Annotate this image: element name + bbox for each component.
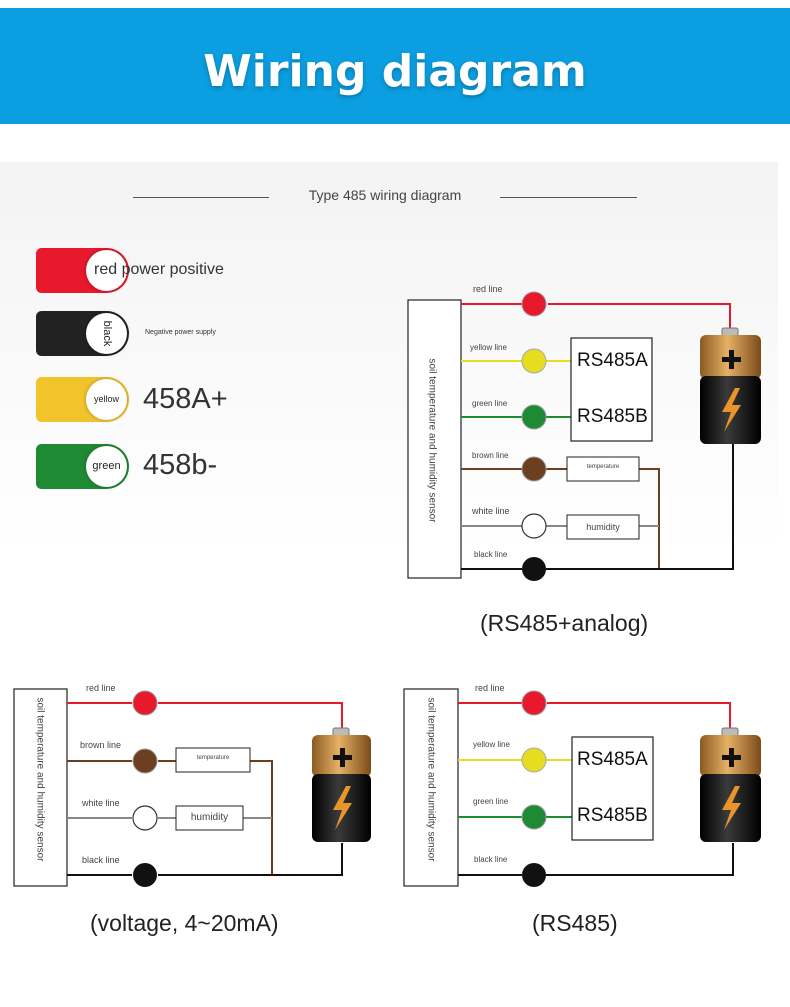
sensor-block <box>13 688 68 887</box>
terminal-green <box>521 404 547 430</box>
terminal-yellow <box>521 348 547 374</box>
wire-label-red: red line <box>473 284 503 294</box>
terminal-red <box>521 291 547 317</box>
rs485b-label: RS485B <box>577 805 648 826</box>
terminal-white <box>521 513 547 539</box>
lightning-bolt-icon <box>722 786 741 830</box>
legend-red-desc: red power positive <box>94 261 224 278</box>
wire-label-white: white line <box>472 506 510 516</box>
wire-label-green: green line <box>472 399 508 408</box>
diagram-rs485-analog <box>407 291 761 581</box>
legend-black-knob: black <box>86 313 127 354</box>
sensor-label: soil temperature and humidity sensor <box>425 697 437 862</box>
terminal-black <box>522 557 546 581</box>
battery-icon <box>700 727 761 842</box>
wire-label-brown: brown line <box>80 740 122 750</box>
sensor-label: soil temperature and humidity sensor <box>426 358 438 523</box>
legend-red-knob <box>86 250 127 291</box>
legend-black-desc: Negative power supply <box>145 329 216 336</box>
header-banner: Wiring diagram <box>0 8 790 124</box>
title-rule-left <box>133 197 269 198</box>
wire-label-green: green line <box>473 797 509 806</box>
terminal-yellow <box>521 747 547 773</box>
rs485-box <box>570 337 653 442</box>
temperature-label: temperature <box>586 464 620 470</box>
legend-yellow-swatch: yellow <box>36 377 129 422</box>
terminal-brown <box>521 456 547 482</box>
humidity-label: humidity <box>190 812 229 823</box>
section-title: Type 485 wiring diagram <box>308 187 462 203</box>
lightning-bolt-icon <box>722 388 741 432</box>
caption-voltage: (voltage, 4~20mA) <box>90 910 279 936</box>
humidity-box <box>175 805 244 831</box>
plus-icon <box>333 748 352 767</box>
temperature-label: temperature <box>196 755 230 761</box>
battery-icon <box>700 327 761 444</box>
legend-green-swatch: green <box>36 444 129 489</box>
legend-yellow-desc: 458A+ <box>143 383 228 415</box>
rs485-box <box>571 736 654 841</box>
terminal-red <box>521 690 547 716</box>
terminal-brown <box>132 748 158 774</box>
rs485b-label: RS485B <box>577 406 648 427</box>
terminal-red <box>132 690 158 716</box>
wire-label-red: red line <box>86 683 116 693</box>
terminal-black <box>522 863 546 887</box>
wire-label-red: red line <box>475 683 505 693</box>
wire-label-black: black line <box>82 855 120 865</box>
sensor-block <box>407 299 462 579</box>
wire-label-yellow: yellow line <box>470 343 507 352</box>
title-rule-right <box>500 197 637 198</box>
rs485a-label: RS485A <box>577 749 648 770</box>
caption-rs485: (RS485) <box>532 910 618 936</box>
legend-yellow-knob: yellow <box>86 379 127 420</box>
temperature-box <box>175 747 251 773</box>
battery-icon <box>312 727 371 842</box>
plus-icon <box>722 748 741 767</box>
wire-label-white: white line <box>82 798 120 808</box>
humidity-box <box>566 514 640 540</box>
diagram-rs485 <box>403 688 761 887</box>
humidity-label: humidity <box>586 522 620 532</box>
sensor-block <box>403 688 459 887</box>
panel-edge <box>778 162 790 234</box>
temperature-box <box>566 456 640 482</box>
plus-icon <box>722 350 741 369</box>
caption-rs485-analog: (RS485+analog) <box>480 610 649 636</box>
terminal-black <box>133 863 157 887</box>
legend-red-swatch <box>36 248 129 293</box>
diagram-voltage <box>13 688 371 887</box>
wire-label-black: black line <box>474 855 508 864</box>
legend-green-knob: green <box>86 446 127 487</box>
legend-green-desc: 458b- <box>143 449 218 481</box>
terminal-white <box>132 805 158 831</box>
page-title: Wiring diagram <box>203 46 587 97</box>
lightning-bolt-icon <box>333 786 352 830</box>
terminal-green <box>521 804 547 830</box>
legend-black-swatch: black <box>36 311 129 356</box>
wire-label-black: black line <box>474 550 508 559</box>
rs485a-label: RS485A <box>577 350 648 371</box>
wire-label-yellow: yellow line <box>473 740 510 749</box>
sensor-label: soil temperature and humidity sensor <box>34 697 46 862</box>
wire-label-brown: brown line <box>472 451 509 460</box>
